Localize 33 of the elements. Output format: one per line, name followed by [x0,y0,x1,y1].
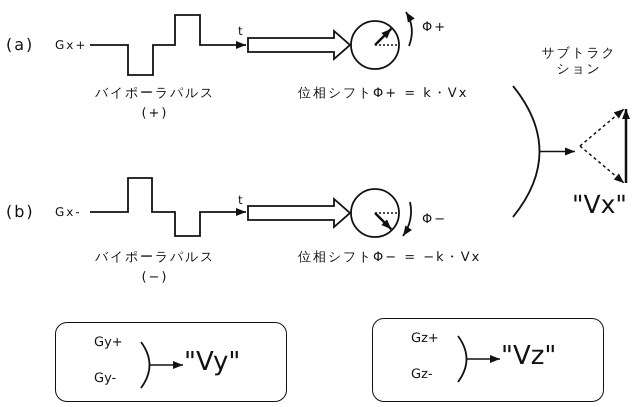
signal-label: Gz- [411,367,433,383]
output-label: "Vy" [184,347,240,378]
rounded-panel [372,318,604,402]
bracket-symbol [512,85,540,218]
phase-formula: 位相シフトΦ− = −k・Vx [298,250,482,266]
phase-symbol: Φ+ [422,20,448,36]
phase-circle [350,188,400,238]
output-label: "Vx" [572,190,627,220]
arrow [467,355,500,363]
pulse-caption: バイポーラパルス(+) [94,85,216,122]
text-label: サブトラクション [540,46,618,78]
output-label: "Vz" [501,341,556,372]
block-arrow [247,29,352,61]
rounded-panel [55,322,287,402]
signal-label: Gy- [94,371,116,387]
text-label: t [238,24,245,38]
text-label: (b) [6,202,35,222]
arrow [540,148,575,156]
signal-label: Gy+ [94,335,123,351]
block-arrow [247,197,352,229]
pulse-waveform-drawing [90,12,248,78]
phase-symbol: Φ− [422,212,448,228]
arrow [150,361,183,369]
signal-label: Gx+ [55,38,88,52]
pulse-caption: バイポーラパルス(−) [94,249,216,286]
signal-label: Gx- [55,205,82,220]
bracket-symbol [140,341,150,389]
text-label: (a) [6,35,34,54]
bracket-symbol [457,335,467,383]
signal-label: Gz+ [411,331,439,347]
phase-formula: 位相シフトΦ+ = k・Vx [298,86,468,102]
text-label: t [238,193,245,208]
phase-circle [350,20,400,70]
